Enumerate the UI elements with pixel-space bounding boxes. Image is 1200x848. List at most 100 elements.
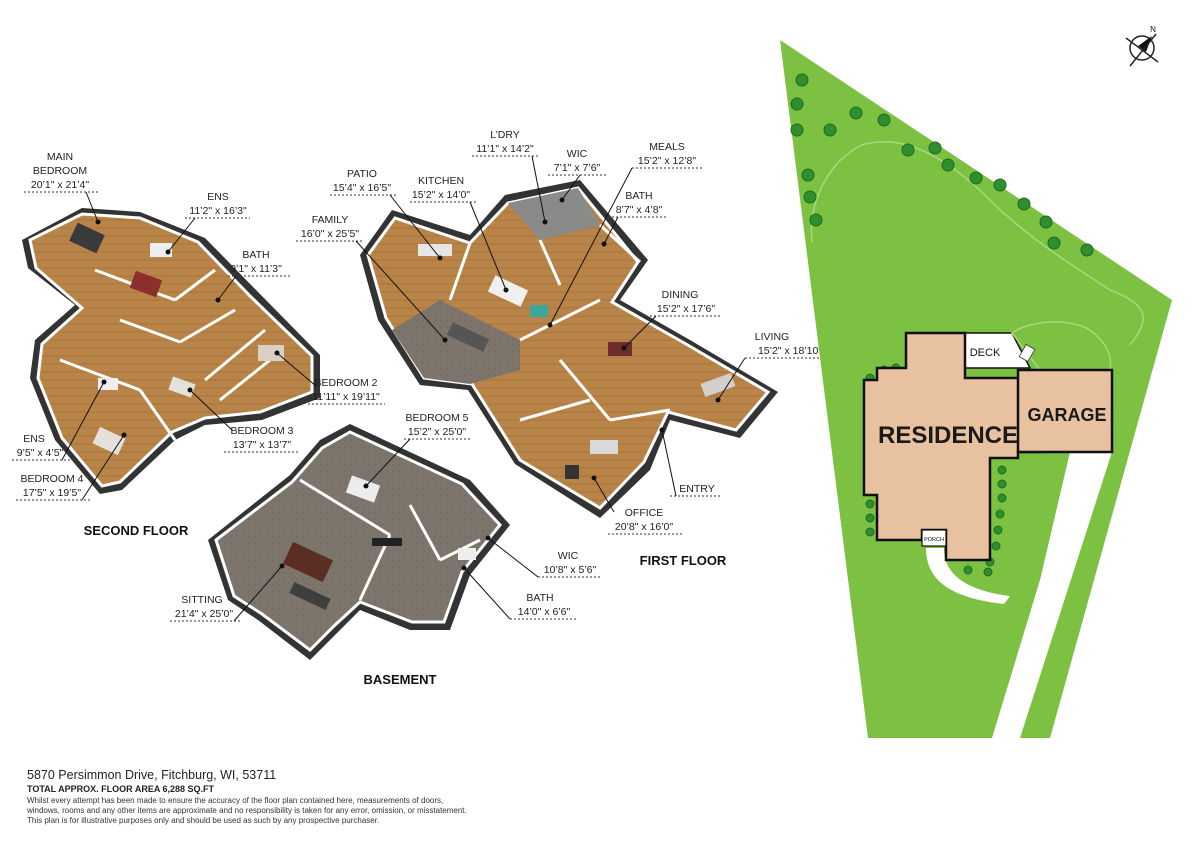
- label-bath-base: BATH 14’0" x 6’6": [461, 565, 578, 620]
- label-entry: ENTRY: [659, 427, 722, 497]
- porch-box: [921, 529, 947, 547]
- label-dining: DINING 15’2" x 17’6": [621, 289, 722, 351]
- ens-top-size: 11’2" x 16’3": [189, 205, 247, 217]
- label-bedroom3: BEDROOM 3 13’7" x 13’7": [187, 387, 300, 453]
- disclaimer-line-2: windows, rooms and any other items are a…: [27, 806, 467, 815]
- bedroom3-size: 13’7" x 13’7": [233, 439, 292, 451]
- second-floor-surface: [28, 212, 314, 488]
- patio-size: 15’4" x 16’5": [333, 182, 392, 194]
- basement-surface: [214, 430, 502, 652]
- residence-label: RESIDENCE: [878, 422, 1018, 449]
- kitchen-name: KITCHEN: [418, 175, 464, 187]
- basement-plan: [208, 424, 510, 660]
- second-floor-labels: MAIN BEDROOM 20’1" x 21’4" ENS 11’2" x 1…: [12, 151, 385, 538]
- label-ldry: L’DRY 11’1" x 14’2": [472, 129, 548, 225]
- label-meals: MEALS 15’2" x 12’8": [547, 141, 702, 328]
- second-floor-plan: [22, 208, 320, 494]
- label-bedroom4: BEDROOM 4 17’5" x 19’5": [16, 432, 127, 501]
- label-bath-second: BATH 9’1" x 11’3": [215, 249, 290, 303]
- second-floor-furniture: [69, 222, 284, 456]
- garage-label: GARAGE: [1027, 405, 1106, 425]
- living-size: 15’2" x 18’10": [758, 345, 822, 357]
- basement-furniture: [282, 475, 476, 610]
- label-bedroom5: BEDROOM 5 15’2" x 25’0": [363, 412, 470, 489]
- family-name: FAMILY: [312, 214, 349, 226]
- bedroom2-name: BEDROOM 2: [314, 377, 377, 389]
- wic-first-name: WIC: [567, 148, 588, 160]
- bedroom4-name: BEDROOM 4: [20, 473, 83, 485]
- first-floor-title: FIRST FLOOR: [640, 553, 727, 568]
- total-area: TOTAL APPROX. FLOOR AREA 6,288 SQ.FT: [27, 784, 215, 794]
- deck-chair: [1018, 343, 1036, 363]
- label-bedroom2: BEDROOM 2 11’11" x 19’11": [274, 350, 385, 405]
- bath-base-size: 14’0" x 6’6": [518, 606, 571, 618]
- ens-bottom-name: ENS: [23, 433, 45, 445]
- label-sitting: SITTING 21’4" x 25’0": [170, 563, 285, 622]
- north-arrow: N: [1125, 25, 1159, 67]
- entry-name: ENTRY: [679, 483, 714, 495]
- bedroom5-size: 15’2" x 25’0": [408, 426, 467, 438]
- deck-garden-outline: [1010, 321, 1112, 371]
- main-bedroom-size: 20’1" x 21’4": [31, 179, 90, 191]
- label-family: FAMILY 16’0" x 25’5": [296, 214, 448, 343]
- porch-path: [926, 548, 1010, 604]
- address: 5870 Persimmon Drive, Fitchburg, WI, 537…: [27, 768, 277, 782]
- bedroom5-name: BEDROOM 5: [405, 412, 468, 424]
- family-room-carpet: [392, 300, 520, 384]
- bedroom3-name: BEDROOM 3: [230, 425, 293, 437]
- dining-name: DINING: [662, 289, 699, 301]
- laundry-tiles: [508, 188, 600, 240]
- bedroom2-size: 11’11" x 19’11": [312, 391, 380, 403]
- patio-name: PATIO: [347, 168, 377, 180]
- main-bedroom-name2: BEDROOM: [33, 165, 87, 177]
- footer: 5870 Persimmon Drive, Fitchburg, WI, 537…: [27, 768, 627, 826]
- meals-size: 15’2" x 12’8": [638, 155, 697, 167]
- first-floor-walls: [448, 223, 671, 422]
- kitchen-size: 15’2" x 14’0": [412, 189, 471, 201]
- bath-second-name: BATH: [242, 249, 269, 261]
- deck-label: DECK: [970, 347, 1001, 359]
- basement-title: BASEMENT: [364, 672, 437, 687]
- ens-top-name: ENS: [207, 191, 229, 203]
- site-plan: PORCH DECK RESIDENCE GARAGE: [780, 40, 1172, 738]
- family-size: 16’0" x 25’5": [301, 228, 360, 240]
- label-main-bedroom: MAIN BEDROOM 20’1" x 21’4": [24, 151, 101, 225]
- wic-first-size: 7’1" x 7’6": [554, 162, 601, 174]
- ldry-name: L’DRY: [490, 129, 520, 141]
- porch-label: PORCH: [924, 537, 944, 543]
- bath-first-name: BATH: [625, 190, 652, 202]
- bath-second-size: 9’1" x 11’3": [230, 263, 282, 275]
- disclaimer-line-1: Whilst every attempt has been made to en…: [27, 796, 444, 805]
- label-wic-base: WIC 10’8" x 5’6": [485, 535, 602, 578]
- basement-labels: BEDROOM 5 15’2" x 25’0" WIC 10’8" x 5’6"…: [170, 412, 602, 687]
- bath-first-size: 8’7" x 4’8": [616, 204, 663, 216]
- label-kitchen: KITCHEN 15’2" x 14’0": [410, 175, 509, 293]
- dining-size: 15’2" x 17’6": [657, 303, 716, 315]
- office-name: OFFICE: [625, 507, 664, 519]
- wic-base-size: 10’8" x 5’6": [544, 564, 597, 576]
- bedroom4-size: 17’5" x 19’5": [23, 487, 82, 499]
- north-label: N: [1150, 25, 1156, 34]
- label-patio: PATIO 15’4" x 16’5": [330, 168, 443, 261]
- wic-base-name: WIC: [558, 550, 579, 562]
- first-floor-labels: FAMILY 16’0" x 25’5" PATIO 15’4" x 16’5"…: [296, 129, 835, 568]
- label-ens-bottom: ENS 9’5" x 4’5": [12, 379, 107, 461]
- disclaimer-line-3: This plan is for illustrative purposes o…: [27, 816, 380, 825]
- garage-building: [1016, 368, 1114, 454]
- label-bath-first: BATH 8’7" x 4’8": [601, 190, 668, 247]
- ens-bottom-size: 9’5" x 4’5": [17, 447, 64, 459]
- lawn-path-outline: [810, 140, 1144, 346]
- compass-icon: [1129, 35, 1155, 61]
- second-floor-title: SECOND FLOOR: [84, 523, 189, 538]
- office-size: 20’8" x 16’0": [615, 521, 674, 533]
- driveway: [992, 452, 1112, 738]
- bath-base-name: BATH: [526, 592, 553, 604]
- living-name: LIVING: [755, 331, 789, 343]
- label-wic-first: WIC 7’1" x 7’6": [548, 148, 608, 203]
- label-ens-top: ENS 11’2" x 16’3": [165, 191, 250, 255]
- sitting-size: 21’4" x 25’0": [175, 608, 234, 620]
- main-bedroom-name1: MAIN: [47, 151, 73, 163]
- meals-name: MEALS: [649, 141, 685, 153]
- sitting-name: SITTING: [181, 594, 222, 606]
